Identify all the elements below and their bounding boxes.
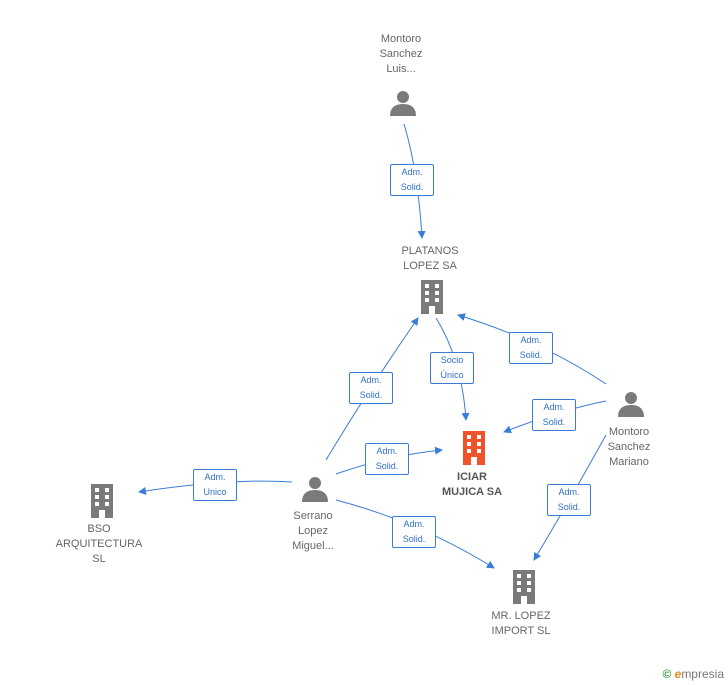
node-label-mrlopez[interactable]: MR. LOPEZ IMPORT SL	[491, 610, 551, 637]
relation-badge[interactable]: Adm.Solid.	[349, 372, 393, 404]
person-icon[interactable]	[389, 89, 417, 117]
relation-badge[interactable]: Adm.Solid.	[365, 443, 409, 475]
node-label-bso[interactable]: BSO ARQUITECTURA SL	[55, 523, 143, 565]
brand-e-letter: e	[674, 667, 682, 681]
brand-logo: © empresia	[662, 667, 724, 681]
node-label-platanos[interactable]: PLATANOS LOPEZ SA	[401, 245, 459, 272]
building-icon[interactable]	[88, 484, 116, 518]
building-icon[interactable]	[460, 431, 488, 465]
relation-badge[interactable]: Adm.Solid.	[392, 516, 436, 548]
person-icon[interactable]	[301, 475, 329, 503]
relation-badge[interactable]: Adm.Unico	[193, 469, 237, 501]
building-icon[interactable]	[510, 570, 538, 604]
node-label-montoro-luis[interactable]: Montoro Sanchez Luis...	[379, 33, 423, 75]
copyright-icon: ©	[662, 667, 672, 681]
person-icon[interactable]	[617, 390, 645, 418]
building-icon[interactable]	[418, 280, 446, 314]
node-label-montoro-mariano[interactable]: Montoro Sanchez Mariano	[607, 426, 651, 468]
relation-badge[interactable]: Adm.Solid.	[509, 332, 553, 364]
relation-badge[interactable]: Adm.Solid.	[390, 164, 434, 196]
brand-name: mpresia	[681, 667, 724, 681]
relation-badge[interactable]: Adm.Solid.	[532, 399, 576, 431]
node-label-iciar[interactable]: ICIAR MUJICA SA	[441, 471, 503, 498]
relation-badge[interactable]: Adm.Solid.	[547, 484, 591, 516]
node-label-serrano[interactable]: Serrano Lopez Miguel...	[292, 510, 334, 552]
